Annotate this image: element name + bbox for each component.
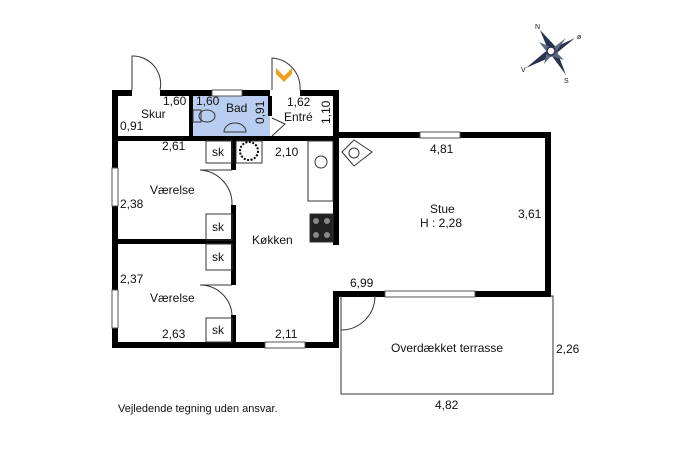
- room-label-koekken: Køkken: [252, 233, 293, 247]
- room-label-entre: Entré: [284, 110, 313, 124]
- dim-stue-h: 3,61: [518, 207, 542, 221]
- closet-label: sk: [212, 323, 225, 337]
- dim-stue-w: 4,81: [430, 142, 454, 156]
- dim-bad-w: 1,60: [196, 94, 220, 108]
- stove-burners: [313, 218, 330, 238]
- closet-label: sk: [212, 250, 225, 264]
- dim-skur-h: 0,91: [120, 119, 144, 133]
- dim-entre-w: 1,62: [287, 95, 311, 109]
- compass-rose-icon: N ø S V: [521, 24, 582, 85]
- dim-koekken-w2: 2,11: [275, 327, 298, 341]
- compass-e: ø: [577, 34, 582, 41]
- dim-vaerelse2-h: 2,37: [120, 272, 144, 286]
- dim-bad-h: 0,91: [253, 100, 267, 124]
- compass-s: S: [564, 78, 569, 85]
- room-height-stue: H : 2,28: [420, 216, 462, 230]
- dim-vaerelse1-w: 2,61: [162, 139, 186, 153]
- dim-entre-h: 1,10: [319, 100, 333, 124]
- room-label-skur: Skur: [141, 107, 166, 121]
- room-label-bad: Bad: [226, 101, 247, 115]
- dim-stue-w2: 6,99: [350, 276, 374, 290]
- compass-n: N: [535, 24, 540, 31]
- closet-label: sk: [212, 145, 225, 159]
- room-label-vaerelse1: Værelse: [150, 183, 195, 197]
- compass-w: V: [521, 67, 526, 74]
- bathroom-floor: [192, 95, 270, 136]
- doors: [131, 55, 376, 331]
- dim-vaerelse1-h: 2,38: [120, 197, 144, 211]
- dim-terrasse-h: 2,26: [556, 342, 580, 356]
- dim-koekken-w: 2,10: [275, 145, 299, 159]
- disclaimer: Vejledende tegning uden ansvar.: [118, 403, 278, 415]
- closet-label: sk: [212, 220, 225, 234]
- entrance-marker-icon: [276, 68, 292, 82]
- room-label-vaerelse2: Værelse: [150, 291, 195, 305]
- dim-terrasse-w: 4,82: [435, 398, 459, 412]
- room-label-terrasse: Overdækket terrasse: [391, 341, 503, 355]
- dim-vaerelse2-w: 2,63: [162, 327, 186, 341]
- dim-skur-w: 1,60: [163, 94, 187, 108]
- room-label-stue: Stue: [430, 202, 455, 216]
- windows: [111, 89, 476, 349]
